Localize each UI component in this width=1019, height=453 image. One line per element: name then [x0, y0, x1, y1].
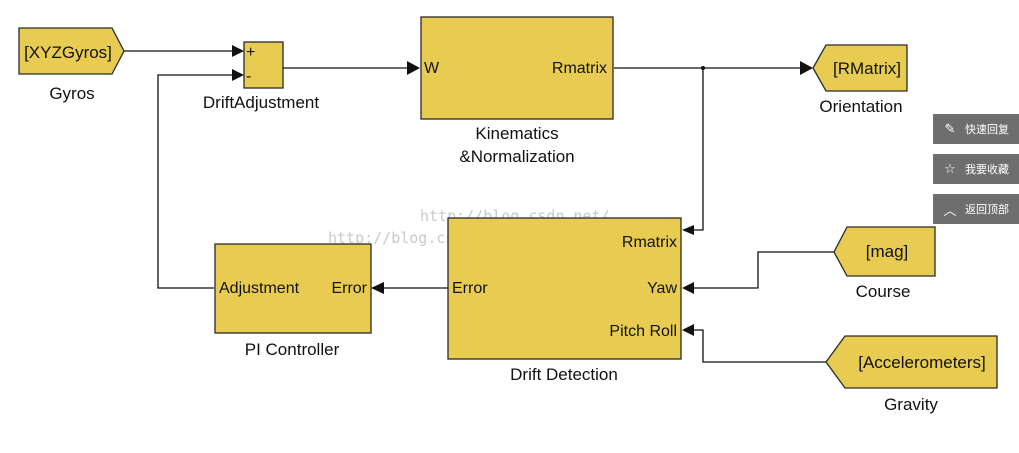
arrowhead	[232, 69, 244, 81]
pencil-icon: ✎	[944, 121, 956, 137]
star-icon: ☆	[944, 161, 956, 177]
sum-minus-sign: -	[246, 68, 251, 85]
kinematics-caption-line-1: Kinematics	[475, 124, 558, 143]
drift-detection-caption: Drift Detection	[510, 365, 618, 384]
arrowhead	[407, 61, 420, 75]
drift-detection-block[interactable]: Rmatrix Yaw Pitch Roll Error Drift Detec…	[447, 217, 682, 384]
wire-pi-to-sum-feedback	[157, 74, 232, 289]
gyros-block[interactable]: [XYZGyros] Gyros	[18, 27, 125, 103]
course-tag-label: [mag]	[866, 242, 909, 261]
gravity-block[interactable]: [Accelerometers] Gravity	[825, 335, 998, 414]
gravity-tag-label: [Accelerometers]	[858, 353, 986, 372]
gyros-caption: Gyros	[49, 84, 94, 103]
kinematics-port-rmatrix: Rmatrix	[552, 60, 607, 77]
kinematics-block[interactable]: W Rmatrix Kinematics &Normalization	[420, 16, 614, 166]
arrowhead	[800, 61, 813, 75]
wire-course-to-yaw	[692, 251, 834, 289]
back-to-top-button[interactable]: ︿ 返回顶部	[933, 194, 1019, 224]
drift-adjustment-block[interactable]: + - DriftAdjustment	[203, 41, 319, 112]
drift-port-rmatrix: Rmatrix	[622, 234, 677, 251]
arrowhead	[682, 282, 694, 294]
drift-port-yaw: Yaw	[647, 280, 677, 297]
back-to-top-label: 返回顶部	[965, 203, 1009, 216]
pi-port-error: Error	[331, 280, 367, 297]
gravity-caption: Gravity	[884, 395, 938, 414]
sum-plus-sign: +	[246, 44, 255, 61]
kinematics-caption-line-2: &Normalization	[459, 147, 574, 166]
branch-point	[701, 66, 705, 70]
arrowhead	[682, 324, 694, 336]
orientation-block[interactable]: [RMatrix] Orientation	[812, 44, 908, 116]
chevron-up-icon: ︿	[943, 203, 957, 219]
orientation-caption: Orientation	[819, 97, 902, 116]
quick-reply-button[interactable]: ✎ 快速回复	[933, 114, 1019, 144]
favorite-button[interactable]: ☆ 我要收藏	[933, 154, 1019, 184]
pi-controller-block[interactable]: Adjustment Error PI Controller	[214, 243, 372, 359]
gyros-tag-label: [XYZGyros]	[24, 43, 112, 62]
signal-wires	[124, 45, 834, 363]
wire-gravity-to-pitchroll	[692, 329, 826, 363]
pi-port-adjustment: Adjustment	[219, 280, 300, 297]
course-block[interactable]: [mag] Course	[833, 226, 936, 301]
arrowhead	[682, 225, 694, 235]
arrowhead	[371, 282, 384, 294]
drift-port-error: Error	[452, 280, 488, 297]
kinematics-port-w: W	[424, 60, 440, 77]
course-caption: Course	[856, 282, 911, 301]
orientation-tag-label: [RMatrix]	[833, 59, 901, 78]
drift-port-pitch-roll: Pitch Roll	[609, 323, 677, 340]
quick-reply-label: 快速回复	[965, 123, 1009, 136]
wire-rmatrix-branch	[692, 68, 704, 231]
arrowhead	[232, 45, 244, 57]
drift-adjustment-caption: DriftAdjustment	[203, 93, 319, 112]
favorite-label: 我要收藏	[965, 163, 1009, 176]
pi-controller-caption: PI Controller	[245, 340, 340, 359]
